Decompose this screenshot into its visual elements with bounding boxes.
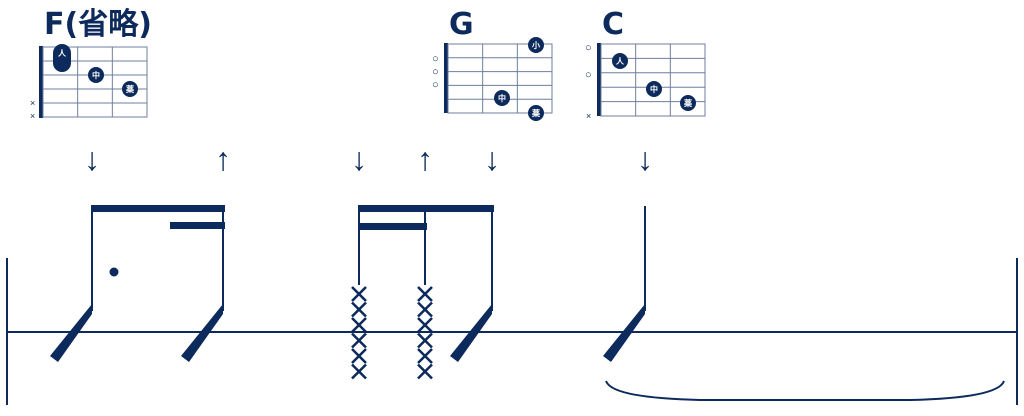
finger-dot bbox=[494, 90, 510, 106]
upstroke-arrow: ↑ bbox=[417, 141, 433, 177]
slash-notehead bbox=[450, 304, 492, 362]
x-notehead bbox=[417, 332, 433, 349]
finger-marker: 小 bbox=[528, 37, 544, 53]
finger-marker: 薬 bbox=[122, 81, 138, 97]
barre-marker bbox=[53, 44, 71, 72]
finger-label: 薬 bbox=[125, 84, 135, 94]
finger-label: 薬 bbox=[683, 98, 693, 108]
finger-dot bbox=[88, 67, 104, 83]
sixteenth-beam bbox=[170, 222, 225, 229]
finger-marker: 人 bbox=[612, 53, 628, 69]
upstroke-arrow: ↑ bbox=[215, 141, 231, 177]
x-notehead bbox=[417, 348, 433, 364]
beat-group-2 bbox=[351, 205, 494, 380]
chord-nut bbox=[444, 43, 448, 113]
downstroke-arrow: ↓ bbox=[84, 141, 100, 177]
slash-notehead bbox=[181, 304, 223, 362]
chord-grid bbox=[447, 43, 553, 114]
beat-group-1 bbox=[50, 205, 225, 362]
chord-nut bbox=[597, 43, 601, 116]
finger-label: 中 bbox=[92, 70, 100, 80]
finger-label: 人 bbox=[58, 48, 67, 58]
finger-dot bbox=[528, 105, 544, 121]
chord-name-f: F(省略) bbox=[44, 7, 152, 42]
finger-label: 中 bbox=[498, 93, 506, 103]
finger-label: 人 bbox=[616, 56, 625, 66]
downstroke-arrow: ↓ bbox=[484, 141, 500, 177]
chord-diagram-g: G ○ ○ ○ 小 中 薬 bbox=[432, 7, 553, 121]
x-notehead bbox=[417, 363, 433, 380]
rhythm-staff bbox=[6, 258, 1018, 405]
eighth-beam bbox=[358, 205, 494, 212]
downstroke-arrow: ↓ bbox=[637, 141, 653, 177]
finger-label: 小 bbox=[531, 40, 540, 50]
finger-marker: 人 bbox=[53, 44, 71, 72]
muted-x-noteheads bbox=[417, 286, 433, 380]
open-string-mark: ○ bbox=[432, 66, 439, 78]
finger-dot bbox=[528, 37, 544, 53]
chord-diagram-f: F(省略) × × 人 中 薬 bbox=[30, 7, 152, 121]
finger-dot bbox=[612, 53, 628, 69]
x-notehead bbox=[351, 286, 367, 302]
strum-arrows: ↓ ↑ ↓ ↑ ↓ ↓ bbox=[84, 141, 653, 177]
finger-marker: 中 bbox=[88, 67, 104, 83]
slash-notehead bbox=[50, 304, 92, 362]
finger-dot bbox=[680, 95, 696, 111]
fretboard-frame bbox=[447, 43, 553, 114]
x-notehead bbox=[351, 332, 367, 349]
finger-marker: 中 bbox=[646, 81, 662, 97]
x-notehead bbox=[417, 286, 433, 302]
finger-marker: 中 bbox=[494, 90, 510, 106]
fretboard-frame bbox=[600, 43, 706, 117]
fretboard-frame bbox=[42, 46, 148, 118]
finger-label: 薬 bbox=[531, 108, 541, 118]
open-string-mark: ○ bbox=[585, 42, 592, 54]
slash-notehead bbox=[603, 304, 645, 362]
finger-dot bbox=[646, 81, 662, 97]
eighth-beam bbox=[91, 205, 225, 212]
x-notehead bbox=[351, 317, 367, 333]
tie-arc bbox=[605, 380, 1005, 401]
downstroke-arrow: ↓ bbox=[351, 141, 367, 177]
finger-dot bbox=[122, 81, 138, 97]
x-notehead bbox=[351, 301, 367, 318]
x-notehead bbox=[351, 363, 367, 380]
chord-nut bbox=[39, 46, 43, 118]
sixteenth-beam bbox=[358, 223, 427, 230]
muted-string-mark: × bbox=[30, 111, 35, 121]
x-notehead bbox=[351, 348, 367, 364]
finger-label: 中 bbox=[650, 84, 658, 94]
chord-name-g: G bbox=[449, 7, 474, 42]
muted-string-mark: × bbox=[30, 98, 35, 108]
open-string-mark: ○ bbox=[585, 69, 592, 81]
chord-diagram-c: C ○ ○ × 人 中 薬 bbox=[585, 7, 706, 121]
open-string-mark: ○ bbox=[432, 79, 439, 91]
open-string-mark: ○ bbox=[432, 53, 439, 65]
finger-marker: 薬 bbox=[528, 105, 544, 121]
muted-x-noteheads bbox=[351, 286, 367, 380]
finger-marker: 薬 bbox=[680, 95, 696, 111]
chord-name-c: C bbox=[602, 7, 624, 42]
dot bbox=[109, 267, 119, 277]
x-notehead bbox=[417, 317, 433, 333]
beat-group-3 bbox=[603, 206, 1005, 401]
x-notehead bbox=[417, 301, 433, 318]
muted-string-mark: × bbox=[586, 111, 591, 121]
